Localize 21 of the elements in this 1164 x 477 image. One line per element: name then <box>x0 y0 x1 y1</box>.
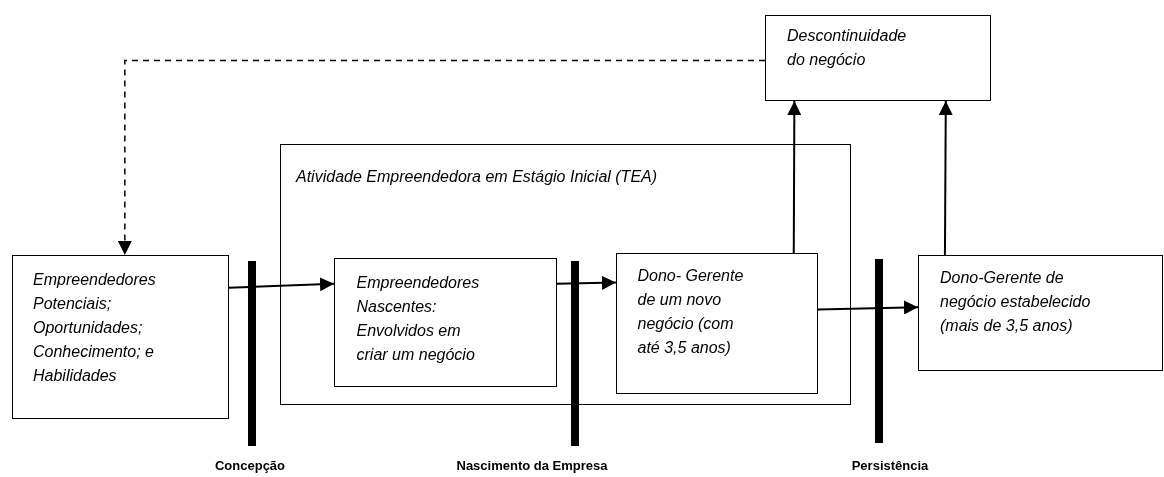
process-box <box>333 257 557 387</box>
phase-label: Concepção <box>214 458 286 473</box>
box-text: Empreendedores Nascentes: Envolvidos em criar um negócio <box>356 272 481 365</box>
arrow <box>787 100 802 254</box>
arrow <box>228 277 335 292</box>
box-text: Empreendedores Potenciais; Oportunidades; Conhecimento; e Habilidades <box>33 270 155 386</box>
arrow <box>556 275 617 290</box>
arrow <box>117 59 766 256</box>
arrow <box>938 100 953 256</box>
process-box <box>765 15 991 101</box>
box-text: Dono-Gerente de negócio estabelecido (mais de 3,5 anos) <box>940 268 1092 336</box>
group-title: Atividade Empreendedora em Estágio Inicial (TEA) <box>296 167 659 187</box>
process-box <box>615 252 818 394</box>
arrow <box>817 300 919 315</box>
phase-label: Nascimento da Empresa <box>456 458 608 473</box>
box-text: Dono- Gerente de um novo negócio (com até 3,5 anos) <box>637 265 745 358</box>
process-box <box>12 255 229 419</box>
phase-label: Persistência <box>851 458 929 473</box>
group-box <box>280 144 851 405</box>
process-box <box>918 255 1163 371</box>
box-text: Descontinuidade do negócio <box>787 26 908 70</box>
